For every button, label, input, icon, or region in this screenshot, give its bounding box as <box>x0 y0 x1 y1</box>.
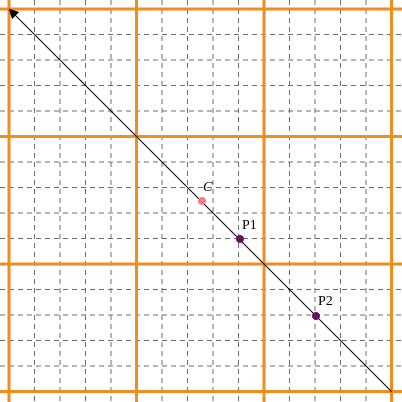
point-p2 <box>312 312 320 320</box>
point-p2-label: P2 <box>318 294 333 309</box>
point-c <box>198 197 206 205</box>
point-p1 <box>236 235 244 243</box>
point-p1-label: P1 <box>242 218 257 233</box>
point-c-label: C <box>203 180 213 195</box>
